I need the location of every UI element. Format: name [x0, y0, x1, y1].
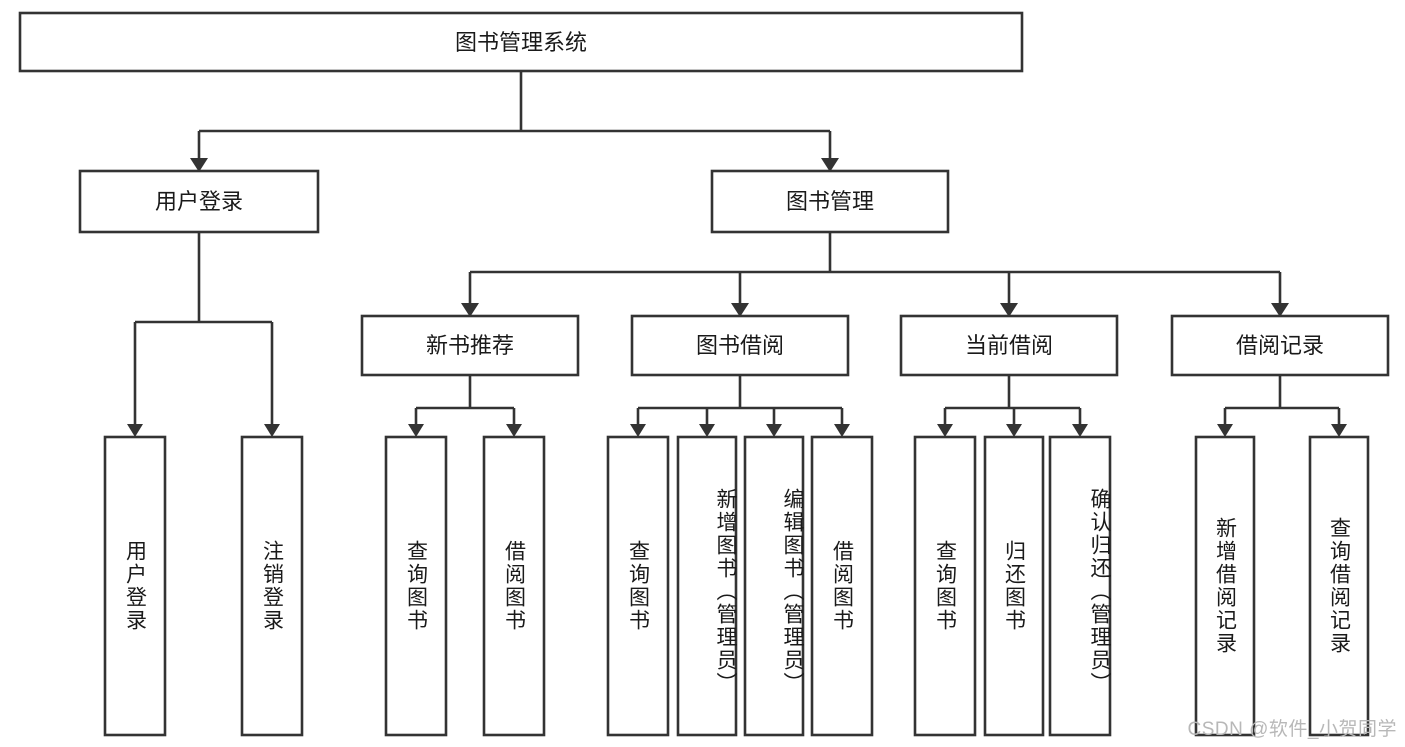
node-user-login[interactable] [78, 169, 320, 234]
node-leaf-query-book-3[interactable] [913, 435, 977, 737]
connector-layer [127, 71, 1347, 437]
arrow-head-leaf-query-book-3 [937, 424, 953, 437]
arrow-head-leaf-edit-book [766, 424, 782, 437]
node-leaf-add-borrow-record[interactable] [1194, 435, 1256, 737]
arrow-head-book-borrow [731, 303, 749, 317]
node-layer: 图书管理系统 用户登录 图书管理 新书推荐 图书借阅 当前借阅 借阅记录 [18, 11, 1390, 737]
arrow-head-borrow-record [1271, 303, 1289, 317]
arrow-head-leaf-borrow-book-1 [506, 424, 522, 437]
arrow-head-new-book-recommend [461, 303, 479, 317]
node-book-borrow-label: 图书借阅 [696, 333, 784, 358]
arrow-head-leaf-logout [264, 424, 280, 437]
node-borrow-record-label: 借阅记录 [1236, 333, 1324, 358]
arrow-head-leaf-user-login [127, 424, 143, 437]
node-book-management-label: 图书管理 [786, 189, 874, 214]
node-leaf-user-login[interactable] [103, 435, 167, 737]
node-book-management[interactable] [710, 169, 950, 234]
arrow-head-leaf-query-book-2 [630, 424, 646, 437]
node-user-login-label: 用户登录 [155, 189, 243, 214]
arrow-head-leaf-confirm-return [1072, 424, 1088, 437]
node-leaf-borrow-book-2[interactable] [810, 435, 874, 737]
arrow-head-leaf-query-book-1 [408, 424, 424, 437]
node-leaf-add-book[interactable] [676, 435, 738, 737]
node-borrow-record[interactable] [1170, 314, 1390, 377]
node-root-label: 图书管理系统 [455, 30, 587, 55]
node-leaf-logout[interactable] [240, 435, 304, 737]
node-leaf-borrow-book-1[interactable] [482, 435, 546, 737]
arrow-head-leaf-add-book [699, 424, 715, 437]
arrow-head-book-management [821, 158, 839, 172]
node-current-borrow-label: 当前借阅 [965, 333, 1053, 358]
arrow-head-user-login [190, 158, 208, 172]
node-new-book-recommend[interactable] [360, 314, 580, 377]
node-new-book-recommend-label: 新书推荐 [426, 333, 514, 358]
arrow-head-leaf-query-borrow-record [1331, 424, 1347, 437]
node-root[interactable] [18, 11, 1024, 73]
node-current-borrow[interactable] [899, 314, 1119, 377]
node-leaf-query-borrow-record[interactable] [1308, 435, 1370, 737]
arrow-head-leaf-add-borrow-record [1217, 424, 1233, 437]
arrow-head-leaf-borrow-book-2 [834, 424, 850, 437]
node-leaf-query-book-1[interactable] [384, 435, 448, 737]
node-leaf-query-book-2[interactable] [606, 435, 670, 737]
arrow-head-current-borrow [1000, 303, 1018, 317]
csdn-watermark: CSDN @软件_小贺同学 [1187, 719, 1397, 740]
node-book-borrow[interactable] [630, 314, 850, 377]
node-leaf-confirm-return[interactable] [1048, 435, 1112, 737]
node-leaf-return-book[interactable] [983, 435, 1045, 737]
arrow-head-leaf-return-book [1006, 424, 1022, 437]
node-leaf-edit-book[interactable] [743, 435, 805, 737]
